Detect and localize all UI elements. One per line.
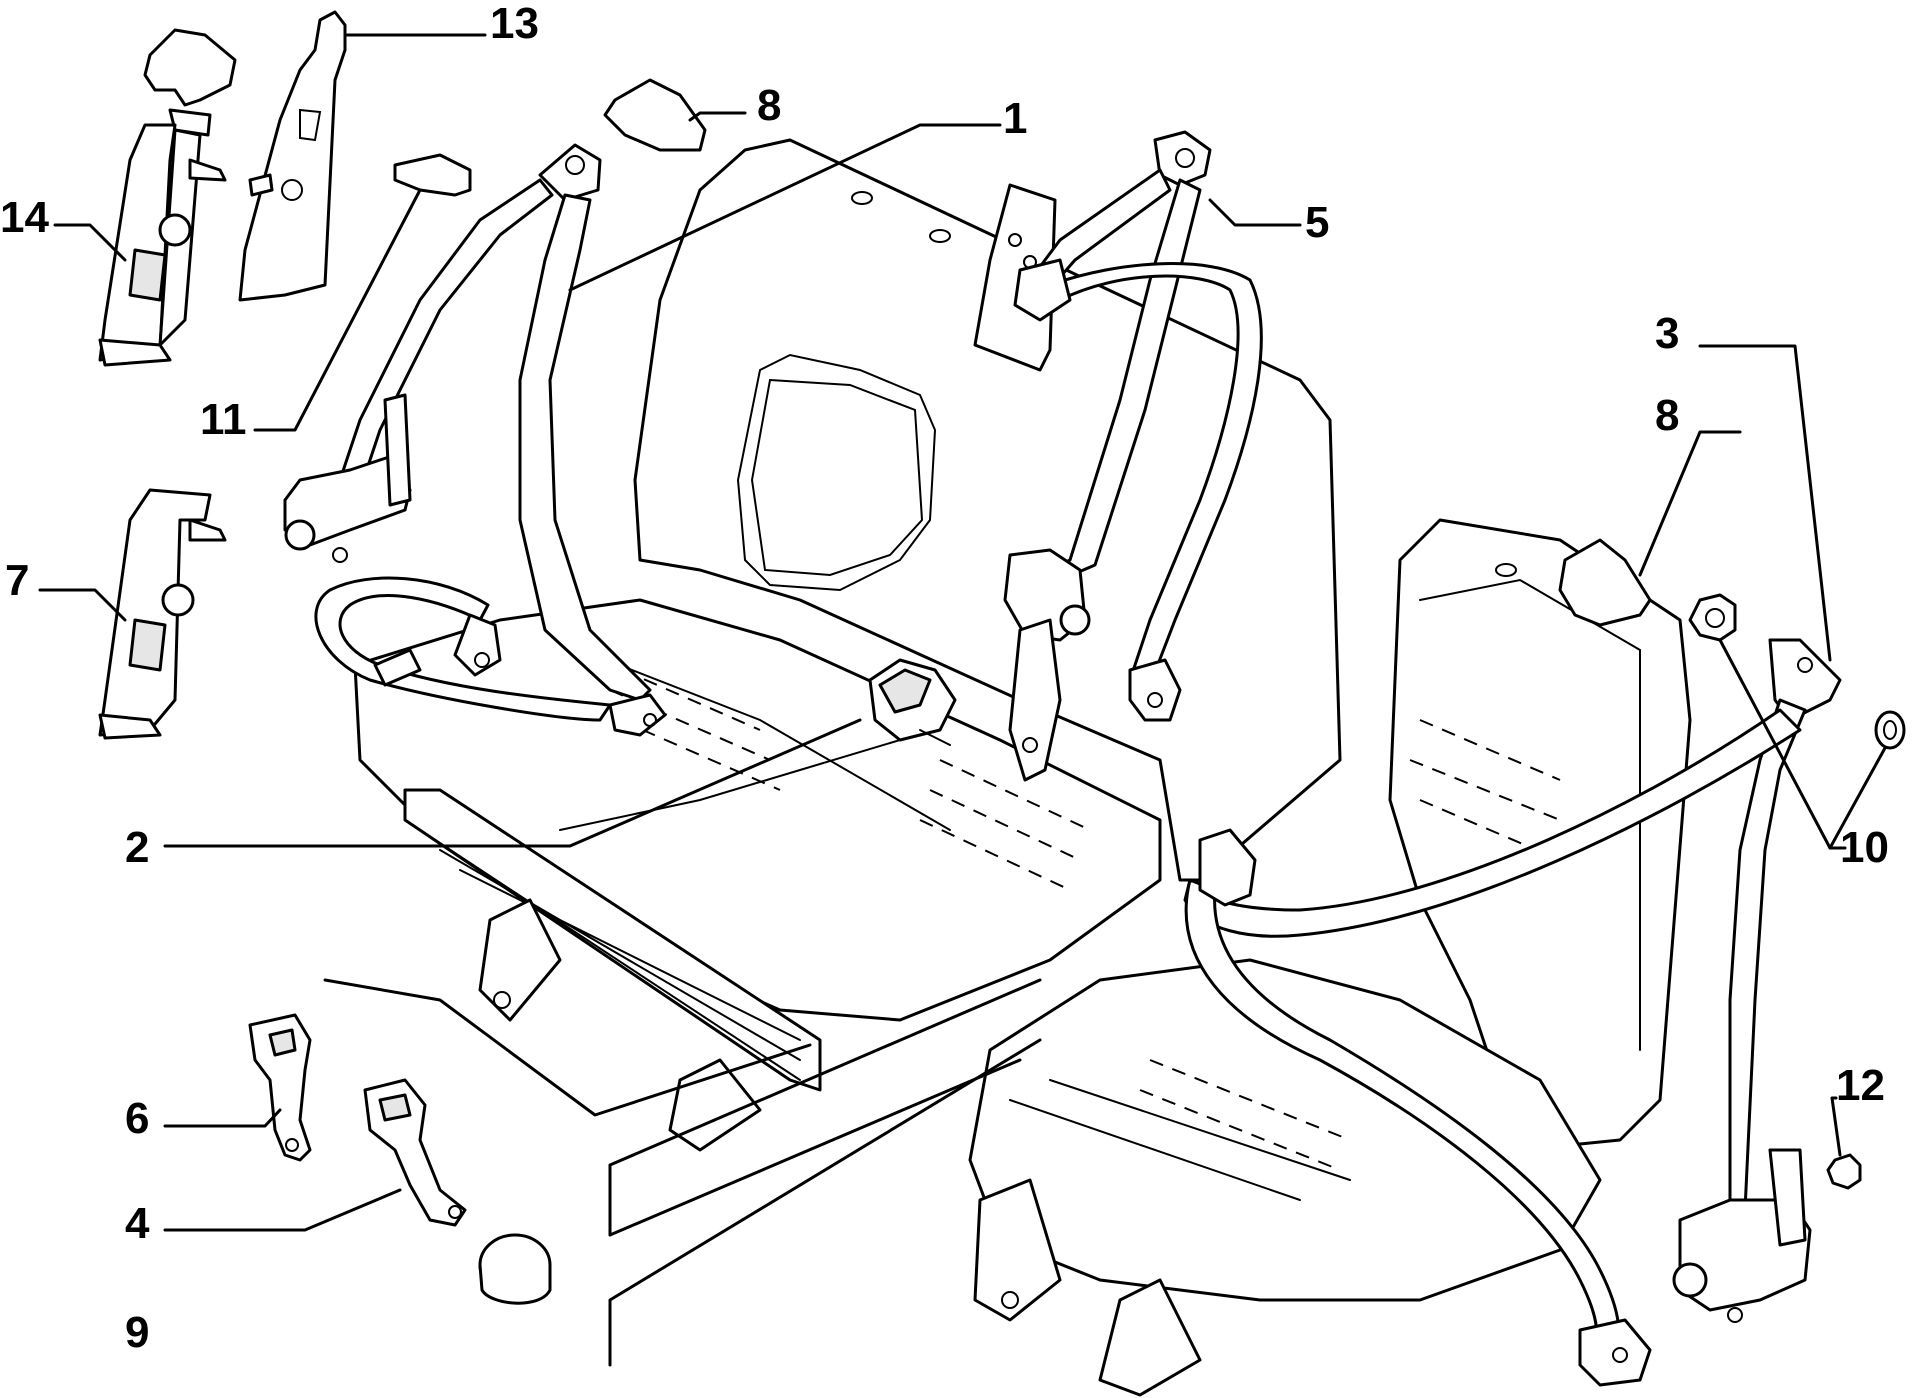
single-seat [968, 518, 1692, 1397]
callout-8b: 8 [1655, 391, 1679, 440]
seat-belt-3-right [1183, 638, 1842, 1387]
callout-labels: 1 2 3 4 5 6 7 8 8 9 10 11 12 13 14 [0, 0, 1889, 1357]
part-13-trim-strip [238, 10, 347, 302]
seat-belt-5-center [973, 130, 1263, 782]
callout-13: 13 [490, 0, 539, 48]
part-11-cap [393, 153, 472, 197]
seat-belt-1-left [283, 143, 667, 737]
part-10-nut-washer [1688, 593, 1906, 750]
callout-14: 14 [0, 193, 49, 242]
part-8-cap-top [603, 78, 707, 152]
part-12-nut [1826, 1153, 1862, 1190]
leader-lines [38, 33, 1887, 1367]
part-7-trim-cover [98, 488, 227, 740]
callout-9: 9 [125, 1308, 149, 1357]
callout-4: 4 [125, 1199, 150, 1248]
callout-3: 3 [1655, 309, 1679, 358]
callout-11: 11 [200, 395, 247, 444]
part-8-cap-right [1558, 538, 1652, 627]
part-9-plug-cap [478, 1233, 552, 1305]
callout-10: 10 [1840, 823, 1889, 872]
buckle-2-center [868, 658, 957, 746]
callout-12: 12 [1836, 1061, 1885, 1110]
callout-1: 1 [1003, 94, 1027, 143]
callout-8a: 8 [757, 81, 781, 130]
callout-6: 6 [125, 1094, 149, 1143]
part-6-buckle-tongue [248, 1013, 312, 1162]
part-14-pillar-trim [98, 28, 237, 367]
callout-5: 5 [1305, 198, 1329, 247]
part-4-buckle-tongue [363, 1078, 467, 1227]
callout-2: 2 [125, 823, 149, 872]
callout-7: 7 [5, 556, 29, 605]
